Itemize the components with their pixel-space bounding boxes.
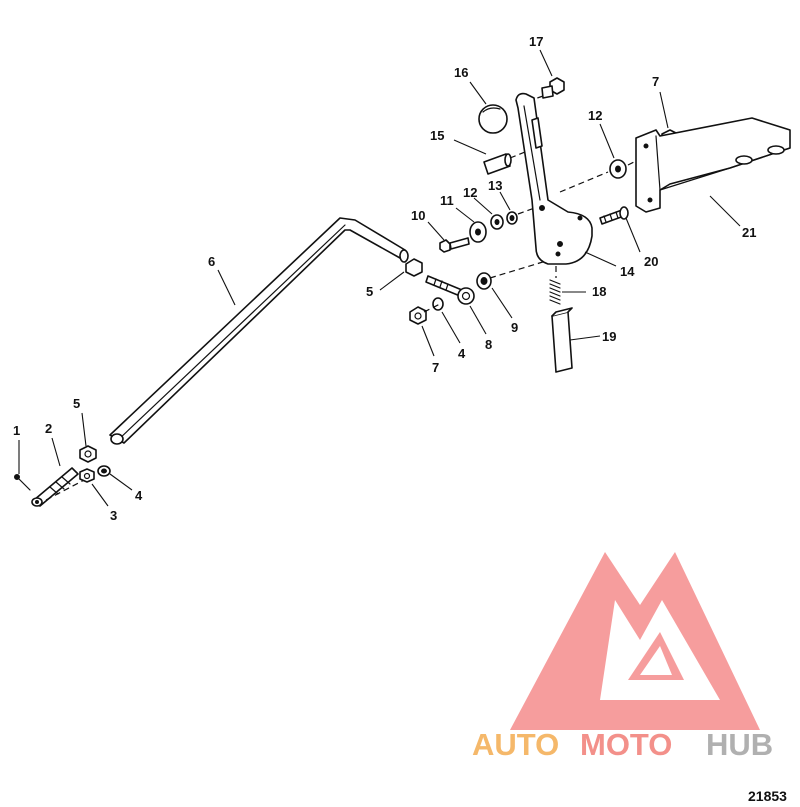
callout-12a: 12: [463, 185, 477, 200]
linkage-fasteners-center: [405, 205, 557, 325]
callout-11: 11: [440, 193, 454, 208]
callout-7a: 7: [432, 360, 439, 375]
callout-8: 8: [485, 337, 492, 352]
callout-14: 14: [620, 264, 635, 279]
lever-bracket-part-14: [515, 92, 593, 265]
callout-4a: 4: [135, 488, 143, 503]
callout-2: 2: [45, 421, 52, 436]
watermark-text-moto: MOTO: [580, 727, 672, 762]
callout-3: 3: [110, 508, 117, 523]
callout-15: 15: [430, 128, 444, 143]
callout-4b: 4: [458, 346, 466, 361]
callout-16: 16: [454, 65, 468, 80]
callout-12b: 12: [588, 108, 602, 123]
callout-7b: 7: [652, 74, 659, 89]
bracket-arm-part-21: [635, 117, 791, 213]
callout-21: 21: [742, 225, 756, 240]
callout-20: 20: [644, 254, 658, 269]
stud-and-ball-parts-15-16: [478, 104, 531, 175]
callout-9: 9: [511, 320, 518, 335]
leader-lines: [18, 49, 741, 507]
watermark-logo: [510, 552, 760, 730]
callout-5a: 5: [73, 396, 80, 411]
spring-and-pin-parts-18-19: [549, 266, 573, 373]
screw-part-20: [599, 206, 629, 225]
rod-part-6: [109, 217, 409, 445]
callout-1: 1: [13, 423, 20, 438]
callout-10: 10: [411, 208, 425, 223]
figure-number: 21853: [748, 788, 787, 804]
bolt-part-17: [525, 77, 565, 103]
callout-6: 6: [208, 254, 215, 269]
callout-13: 13: [488, 178, 502, 193]
callout-17: 17: [529, 34, 543, 49]
rod-end-assembly-left: [14, 445, 111, 507]
callout-labels: 1 2 3 4 5 6 5 7 4 8 9 10 11 12 13 14 15 …: [13, 34, 756, 523]
callout-5b: 5: [366, 284, 373, 299]
watermark-text-auto: AUTO: [472, 727, 559, 762]
callout-19: 19: [602, 329, 616, 344]
watermark-text-hub: HUB: [706, 727, 773, 762]
callout-18: 18: [592, 284, 606, 299]
